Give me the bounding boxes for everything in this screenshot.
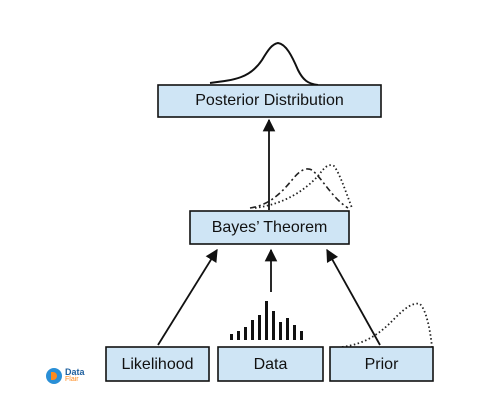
- dataflair-logo-icon: [46, 368, 62, 384]
- histogram-bar: [230, 334, 233, 340]
- prior-label: Prior: [365, 356, 399, 373]
- histogram-bar: [237, 331, 240, 340]
- arrow-prior-to-bayes: [326, 248, 381, 346]
- likelihood-shape-curve: [249, 168, 349, 209]
- logo-text: Data Flair: [65, 368, 85, 384]
- histogram-bar: [286, 318, 289, 340]
- histogram-bar: [244, 327, 247, 340]
- histogram-bar: [251, 320, 254, 340]
- data-label: Data: [254, 356, 288, 373]
- posterior-label: Posterior Distribution: [195, 92, 344, 109]
- histogram-bar: [279, 322, 282, 340]
- data-box: Data: [217, 346, 324, 382]
- histogram-bar: [293, 325, 296, 340]
- histogram-bar: [258, 315, 261, 340]
- likelihood-box: Likelihood: [105, 346, 210, 382]
- arrow-likelihood-to-bayes: [157, 248, 218, 346]
- prior-distribution-curve: [341, 302, 433, 348]
- prior-box: Prior: [329, 346, 434, 382]
- histogram-bar: [300, 331, 303, 340]
- histogram-bar: [265, 301, 268, 340]
- logo-word-data: Data: [65, 367, 85, 377]
- data-histogram: [230, 301, 303, 340]
- posterior-curve: [209, 41, 319, 86]
- posterior-box: Posterior Distribution: [157, 84, 382, 118]
- dataflair-logo: Data Flair: [46, 368, 85, 384]
- bayes-label: Bayes’ Theorem: [212, 219, 328, 236]
- bayes-box: Bayes’ Theorem: [189, 210, 350, 245]
- likelihood-label: Likelihood: [121, 356, 193, 373]
- prior-shape-curve: [254, 164, 353, 209]
- logo-word-flair: Flair: [65, 376, 79, 383]
- histogram-bar: [272, 311, 275, 340]
